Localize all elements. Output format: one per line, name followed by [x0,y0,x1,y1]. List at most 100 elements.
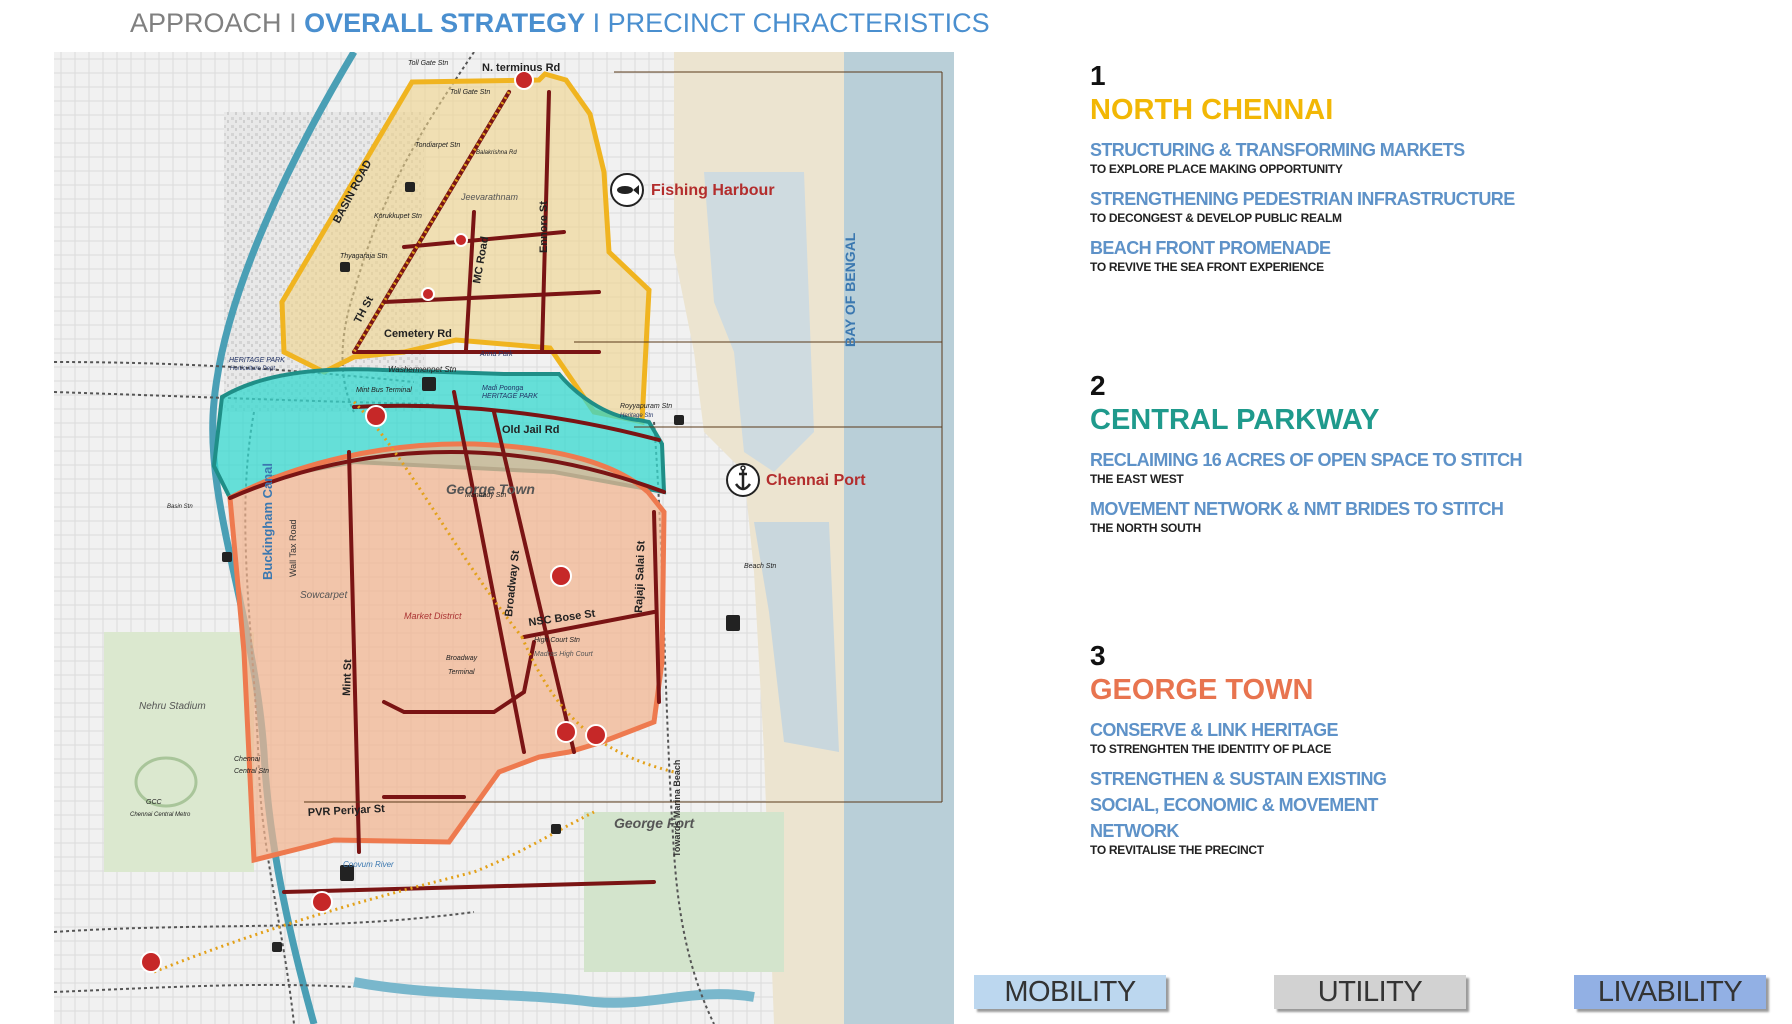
station-markers [140,70,607,973]
nehru-stadium-area [104,632,254,872]
label-ennore-st: Ennore St [538,201,550,253]
label-old-jail-rd: Old Jail Rd [502,424,559,436]
item-sub: THE NORTH SOUTH [1090,521,1201,535]
label-thyagaraja-stn: Thyagaraja Stn [340,253,388,260]
label-mannady-stn: Mannady Stn [465,492,506,499]
label-mint-st: Mint St [341,659,354,696]
label-tondiarpet-stn: Tondiarpet Stn [415,142,460,149]
legend-livability[interactable]: LIVABILITY [1574,975,1766,1009]
title-separator: I [289,8,297,38]
legend-label: UTILITY [1317,975,1423,1008]
title-precinct-characteristics: I PRECINCT CHRACTERISTICS [592,8,990,38]
fish-icon [610,173,644,207]
list-item: STRENGTHEN & SUSTAIN EXISTING SOCIAL, EC… [1090,766,1387,857]
label-nehru-stadium: Nehru Stadium [139,701,206,712]
item-main: BEACH FRONT PROMENADE [1090,238,1331,258]
section-number: 2 [1090,370,1106,401]
label-mint-bus-terminal: Mint Bus Terminal [356,387,412,394]
item-main: STRENGTHENING PEDESTRIAN INFRASTRUCTURE [1090,189,1515,209]
item-sub: TO REVIVE THE SEA FRONT EXPERIENCE [1090,260,1324,274]
label-jeevarathnam: Jeevarathnam [460,192,519,202]
page-title: APPROACH I OVERALL STRATEGY I PRECINCT C… [130,8,990,39]
label-madi-poonga: Madi Poonga [482,385,523,392]
item-sub: TO REVITALISE THE PRECINCT [1090,843,1264,857]
list-item: BEACH FRONT PROMENADE TO REVIVE THE SEA … [1090,235,1515,274]
label-royyapuram-stn: Royyapuram Stn [620,403,672,410]
label-washermenpet-stn: Washermenpet Stn [388,365,457,374]
list-item: STRUCTURING & TRANSFORMING MARKETS TO EX… [1090,137,1515,176]
label-heritage-park: HERITAGE PARK [229,357,285,364]
label-gcc: GCC [146,799,163,806]
harbour-basin [704,172,814,472]
section-number: 3 [1090,640,1106,671]
label-toll-gate-stn-2: Toll Gate Stn [450,89,490,96]
label-beach-stn: Beach Stn [744,563,776,570]
label-broadway-terminal-2: Terminal [448,669,475,676]
label-bay-of-bengal: BAY OF BENGAL [842,232,858,347]
port-basin [754,522,839,752]
label-buckingham-canal: Buckingham Canal [260,463,275,580]
section-north-chennai: 1 NORTH CHENNAI STRUCTURING & TRANSFORMI… [1090,60,1515,274]
label-chennai-central-2: Central Stn [234,768,269,775]
george-town-zone [227,441,667,864]
legend-label: MOBILITY [1004,975,1136,1008]
label-heritage-stn: Heritage Stn [620,413,654,419]
buckingham-canal-line [209,52,358,1024]
item-main: MOVEMENT NETWORK & NMT BRIDES TO STITCH [1090,499,1504,519]
item-main: CONSERVE & LINK HERITAGE [1090,720,1339,740]
precinct-map: BAY OF BENGAL Fishing Harbour Chennai Po… [54,52,954,1024]
title-approach: APPROACH [130,8,282,38]
label-towards-marina: Towards Marina Beach [672,760,682,857]
list-item: STRENGTHENING PEDESTRIAN INFRASTRUCTURE … [1090,186,1515,225]
label-balakrishna-rd: Balakrishna Rd [476,150,517,156]
item-main-line: NETWORK [1090,821,1179,841]
item-sub: TO DECONGEST & DEVELOP PUBLIC REALM [1090,211,1342,225]
label-high-court-stn: High Court Stn [534,637,580,644]
transit-corridor [153,91,675,974]
callout-lines [304,71,943,803]
item-sub: TO STRENGHTEN THE IDENTITY OF PLACE [1090,742,1332,756]
section-number: 1 [1090,60,1106,91]
label-chennai-central-1: Chennai [234,756,261,763]
label-rajaji-salai-st: Rajaji Salai St [633,540,648,613]
label-wall-tax-road: Wall Tax Road [288,519,298,577]
item-main-line: STRENGTHEN & SUSTAIN EXISTING [1090,769,1387,789]
item-main: RECLAIMING 16 ACRES OF OPEN SPACE TO STI… [1090,450,1523,470]
legend-utility[interactable]: UTILITY [1274,975,1466,1009]
label-george-town: George Town [446,481,535,497]
legend-mobility[interactable]: MOBILITY [974,975,1166,1009]
label-madras-high-court: Madras High Court [534,651,594,658]
label-sowcarpet: Sowcarpet [300,590,348,601]
label-toll-gate-stn: Toll Gate Stn [408,60,448,67]
item-sub: TO EXPLORE PLACE MAKING OPPORTUNITY [1090,162,1343,176]
section-central-parkway: 2 CENTRAL PARKWAY RECLAIMING 16 ACRES OF… [1090,370,1523,535]
anchor-icon [726,463,760,497]
label-coovum-river: Coovum River [343,860,394,869]
title-overall-strategy: OVERALL STRATEGY [304,8,586,38]
list-item: CONSERVE & LINK HERITAGE TO STRENGHTEN T… [1090,717,1386,756]
section-title: NORTH CHENNAI [1090,94,1334,126]
section-george-town: 3 GEORGE TOWN CONSERVE & LINK HERITAGE T… [1090,640,1387,857]
item-main-line: SOCIAL, ECONOMIC & MOVEMENT [1090,795,1378,815]
label-pvr-periyar-st: PVR Periyar St [308,803,386,819]
label-horticulture-dept: Horticulture Dept [230,366,275,372]
section-title: GEORGE TOWN [1090,674,1314,706]
item-main: STRUCTURING & TRANSFORMING MARKETS [1090,140,1465,160]
label-cemetery-rd: Cemetery Rd [384,328,452,340]
label-fishing-harbour: Fishing Harbour [651,182,775,199]
label-korukkupet-stn: Korukkupet Stn [374,213,422,220]
label-basin-stn: Basin Stn [167,504,193,510]
coovum-river-line [353,977,755,1008]
section-title: CENTRAL PARKWAY [1090,404,1380,436]
legend-label: LIVABILITY [1597,975,1743,1008]
label-heritage-park-2: HERITAGE PARK [482,393,538,400]
label-market-district: Market District [404,611,462,621]
label-chennai-central-metro: Chennai Central Metro [130,812,191,818]
sea [842,52,954,1024]
item-sub: THE EAST WEST [1090,472,1184,486]
train-icons [222,182,740,952]
list-item: RECLAIMING 16 ACRES OF OPEN SPACE TO STI… [1090,447,1523,486]
stadium-oval [134,756,198,808]
list-item: MOVEMENT NETWORK & NMT BRIDES TO STITCH … [1090,496,1522,535]
label-george-fort: George Fort [614,815,695,831]
